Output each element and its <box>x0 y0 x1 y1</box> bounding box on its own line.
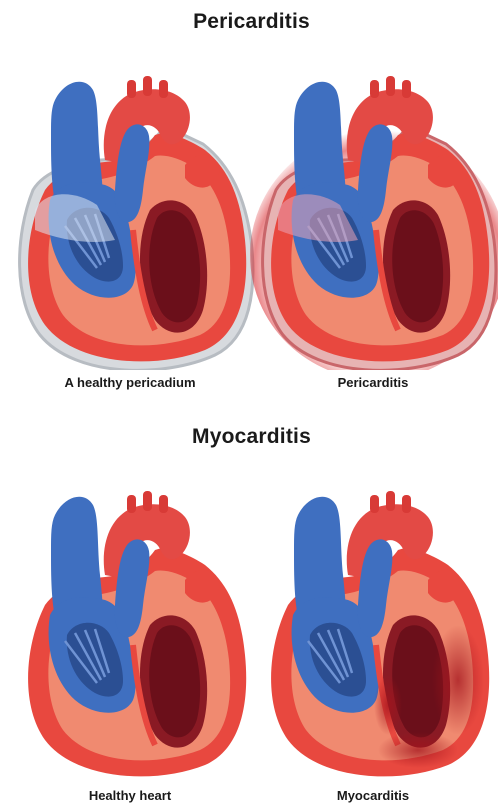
healthy-heart-illustration <box>5 455 255 785</box>
section-title-myocarditis: Myocarditis <box>0 425 503 449</box>
healthy-pericardium-illustration <box>5 40 255 370</box>
caption-pericarditis: Pericarditis <box>248 375 498 390</box>
caption-healthy-heart: Healthy heart <box>5 788 255 803</box>
caption-myocarditis: Myocarditis <box>248 788 498 803</box>
caption-healthy-pericardium: A healthy pericadium <box>5 375 255 390</box>
myocarditis-illustration <box>248 455 498 785</box>
pericarditis-illustration <box>248 40 498 370</box>
section-title-pericarditis: Pericarditis <box>0 10 503 34</box>
